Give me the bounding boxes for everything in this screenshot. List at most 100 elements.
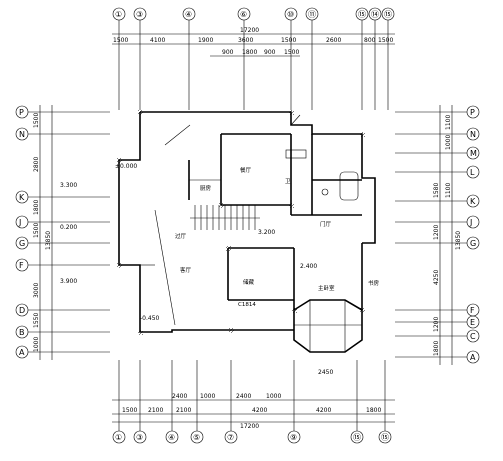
window-note: C1814 [238, 302, 256, 308]
sink-icon [285, 149, 307, 159]
dim-text: 1500 [281, 37, 296, 44]
axis-label: ① [115, 433, 122, 442]
dim-text: 1580 [433, 183, 440, 198]
bathtub-icon [339, 171, 359, 201]
right-dimensions: 1100 1000 1580 1100 1200 4250 1200 1800 … [433, 115, 462, 356]
elev-mark: 3.200 [258, 229, 275, 236]
dim-text: 2800 [33, 157, 40, 172]
axis-label: ⑮ [358, 10, 366, 19]
dim-text: 1500 [122, 407, 137, 414]
axis-label: ① [115, 10, 122, 19]
top-dimensions: 17200 1500 4100 1900 3600 1500 2600 800 … [112, 20, 395, 110]
dim-text: 2100 [176, 407, 191, 414]
axis-label: K [470, 197, 476, 206]
dim-text: 4200 [252, 407, 267, 414]
axis-label: P [19, 108, 24, 117]
axis-label: E [470, 318, 475, 327]
axis-label: G [470, 239, 476, 248]
dim-text: 1000 [445, 135, 452, 150]
room-storage: 储藏 [243, 278, 255, 286]
room-bath: 卫 [285, 178, 291, 185]
axis-label: D [19, 306, 25, 315]
dim-text: 1800 [33, 200, 40, 215]
axis-label: P [470, 108, 475, 117]
axis-label: C [470, 332, 476, 341]
axis-label: A [470, 353, 476, 362]
axis-label: J [18, 218, 21, 227]
dim-text: 1000 [33, 337, 40, 352]
dim-text: 13850 [455, 231, 462, 250]
axis-label: ⑤ [193, 433, 200, 442]
elev-text: 3.900 [60, 278, 77, 285]
room-labels: 餐厅 储藏 客厅 门厅 主卧室 卫 厨房 过厅 书房 C1814 ±0.000 … [115, 163, 380, 322]
axis-label: ④ [185, 10, 192, 19]
dim-text: 1500 [113, 37, 128, 44]
axis-label: L [470, 168, 475, 177]
dim-text: 1500 [33, 113, 40, 128]
dim-text: 900 [222, 49, 234, 56]
room-master: 主卧室 [318, 284, 335, 292]
axis-label: ⑮ [384, 10, 392, 19]
dim-text: 17200 [240, 423, 259, 430]
dim-text: 2600 [326, 37, 341, 44]
dim-text: 4200 [316, 407, 331, 414]
dim-text: 1200 [433, 225, 440, 240]
dim-text: 1800 [433, 341, 440, 356]
dim-text: 800 [364, 37, 376, 44]
elev-text: 3.300 [60, 182, 77, 189]
room-entry: 门厅 [320, 220, 332, 228]
dim-text: 1500 [33, 223, 40, 238]
stair-treads [190, 205, 260, 230]
room-living: 客厅 [180, 266, 192, 274]
elev-mark: -0.450 [140, 315, 160, 322]
axis-label: ⑩ [287, 10, 294, 19]
axis-label: ⑥ [240, 10, 247, 19]
axis-label: F [19, 261, 24, 270]
bottom-dimensions: 1500 2100 2100 4200 4200 1800 17200 2400… [122, 369, 381, 430]
axis-label: ⑭ [371, 10, 379, 19]
axis-label: A [19, 348, 25, 357]
dim-text: 3600 [238, 37, 253, 44]
axis-label: ⑮ [353, 433, 361, 442]
dim-text: 1100 [445, 183, 452, 198]
dim-text: 1500 [378, 37, 393, 44]
dim-text: 1500 [284, 49, 299, 56]
dim-text: 13850 [45, 231, 52, 250]
dim-text: 3000 [33, 283, 40, 298]
axis-label: ③ [136, 10, 143, 19]
axis-label: M [470, 149, 477, 158]
axis-label: ⑨ [290, 433, 297, 442]
building-walls [117, 110, 376, 353]
axis-label: ⑮ [381, 433, 389, 442]
dim-text: 4100 [150, 37, 165, 44]
axis-label: ⑦ [227, 433, 234, 442]
dim-text: 1900 [198, 37, 213, 44]
dim-text: 1000 [266, 393, 281, 400]
axis-label: N [19, 130, 25, 139]
dim-text: 1100 [445, 115, 452, 130]
dim-text: 1200 [433, 317, 440, 332]
dim-text: 900 [264, 49, 276, 56]
dim-text: 1000 [200, 393, 215, 400]
axis-label: N [470, 130, 476, 139]
axis-label: J [469, 218, 472, 227]
axis-label: ④ [168, 433, 175, 442]
left-dimensions: 1500 2800 1800 1500 3000 1550 1000 13850… [33, 113, 77, 352]
axis-label: ⑪ [308, 10, 316, 19]
bottom-axis-bubbles: ① ③ ④ ⑤ ⑦ ⑨ ⑮ ⑮ [112, 360, 395, 444]
top-overall: 17200 [240, 27, 259, 34]
dim-text: 4250 [433, 270, 440, 285]
room-dining: 餐厅 [240, 166, 252, 174]
top-axis-bubbles: ① ③ ④ ⑥ ⑩ ⑪ ⑮ ⑭ ⑮ [112, 7, 395, 21]
dim-text: 2450 [318, 369, 333, 376]
axis-label: K [19, 193, 25, 202]
axis-label: B [19, 328, 25, 337]
dim-text: 1800 [242, 49, 257, 56]
dim-text: 2400 [236, 393, 251, 400]
room-hall: 过厅 [175, 232, 187, 240]
axis-label: F [470, 306, 475, 315]
dim-text: 2100 [148, 407, 163, 414]
toilet-icon [321, 188, 329, 196]
axis-label: ③ [136, 433, 143, 442]
